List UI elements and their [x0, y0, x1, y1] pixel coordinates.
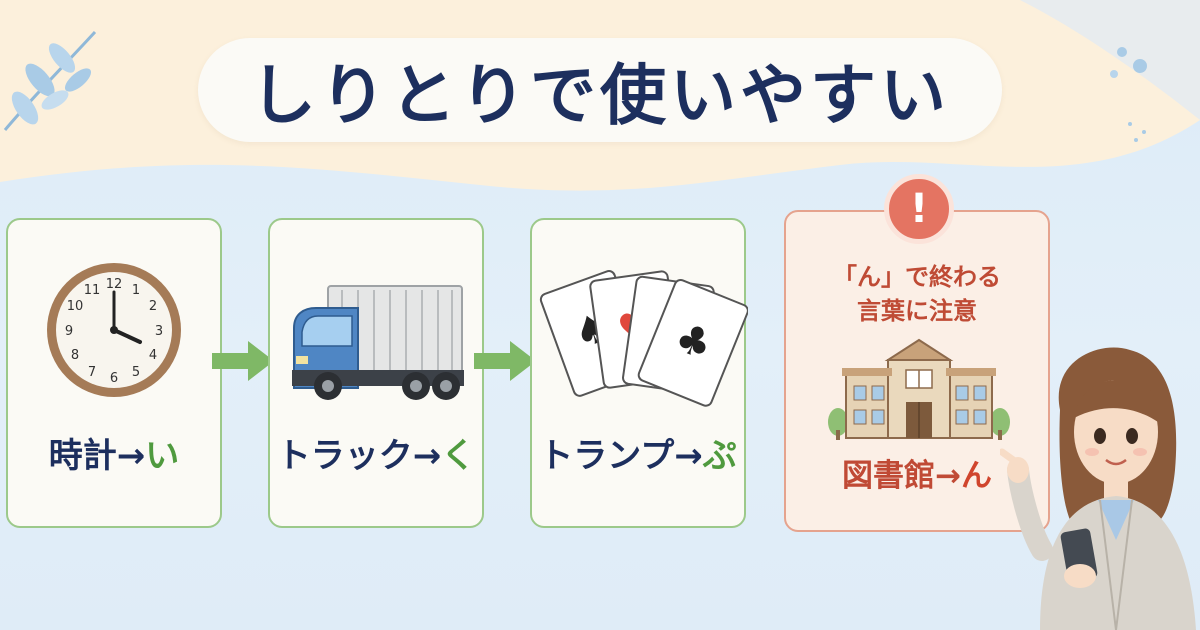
leaf-decoration-icon	[3, 30, 97, 131]
card-label: 時計→い	[48, 436, 180, 476]
truck-icon	[292, 285, 464, 400]
clock-number: 11	[84, 283, 101, 298]
card-label: トラック→く	[276, 436, 476, 476]
clock-number: 6	[110, 371, 118, 386]
card-label: トランプ→ぷ	[539, 436, 737, 476]
warning-word-label: 図書館→ん	[842, 458, 992, 494]
clock-number: 1	[132, 283, 140, 298]
arrow-right-icon	[212, 341, 274, 381]
ending-kana: い	[145, 436, 180, 476]
clock-number: 3	[155, 324, 163, 339]
clock-icon: 12 1 2 3 4 5 6 7 8 9 10 11	[47, 263, 181, 397]
dots-decoration-icon	[1110, 47, 1147, 142]
card-truck: トラック→く	[268, 218, 484, 528]
clock-number: 7	[88, 365, 96, 380]
clock-number: 2	[149, 299, 157, 314]
clock-number: 9	[65, 324, 73, 339]
clock-number: 5	[132, 365, 140, 380]
playing-cards-icon: ♠ ♥ ♦ ♣	[539, 270, 748, 407]
clock-number: 4	[149, 348, 157, 363]
clock-number: 12	[106, 277, 123, 292]
clock-number: 8	[71, 348, 79, 363]
ending-kana: ん	[960, 458, 992, 494]
page-title: しりとりで使いやすい	[250, 57, 950, 134]
arrow-right-icon	[474, 341, 536, 381]
exclamation-icon: !	[884, 174, 954, 244]
library-building-icon	[828, 338, 1010, 440]
clock-number: 10	[67, 299, 84, 314]
title-banner: しりとりで使いやすい	[198, 38, 1002, 142]
woman-pointing-icon	[1000, 347, 1196, 630]
card-playing-cards: ♠ ♥ ♦ ♣ トランプ→ぷ	[530, 218, 748, 528]
ending-kana: く	[441, 436, 476, 476]
ending-kana: ぷ	[702, 436, 737, 476]
card-clock: 12 1 2 3 4 5 6 7 8 9 10 11 時計→い	[6, 218, 222, 528]
warning-card: 「ん」で終わる 言葉に注意 図書館→ん	[784, 210, 1050, 532]
warning-text: 「ん」で終わる 言葉に注意	[833, 263, 1001, 325]
